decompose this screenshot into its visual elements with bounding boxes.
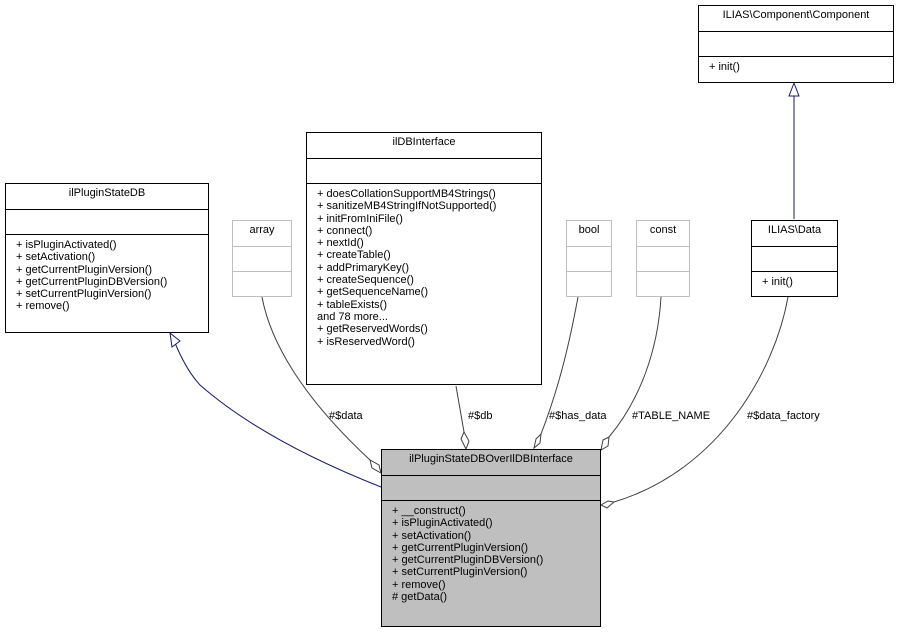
aggregation-diamond-db [460, 430, 470, 451]
method: + init() [709, 61, 740, 73]
inheritance-arrowhead-plugin-state-db [169, 331, 181, 348]
method: + sanitizeMB4StringIfNotSupported() [317, 200, 497, 213]
edge-const-table-name [608, 296, 662, 438]
method: + setActivation() [16, 251, 96, 264]
attributes-section [233, 246, 291, 271]
method: + __construct() [392, 505, 466, 517]
class-plugin-state-db: ilPluginStateDB + isPluginActivated() + … [5, 183, 209, 333]
class-plugin-state-db-over-il-db-interface: ilPluginStateDBOverIlDBInterface + __con… [381, 449, 601, 627]
attributes-section [382, 475, 600, 500]
attributes-section [307, 158, 541, 183]
edge-label-db: #$db [468, 410, 492, 422]
method: + addPrimaryKey() [317, 261, 410, 274]
method: + setCurrentPluginVersion() [16, 288, 152, 301]
edge-main-inherits-plugin-state-db [174, 342, 382, 488]
methods-section [567, 271, 611, 296]
method: + getCurrentPluginVersion() [392, 541, 529, 554]
method: # getData() [392, 591, 448, 604]
methods-section [233, 271, 291, 296]
class-title: const [649, 224, 677, 236]
class-title: bool [578, 224, 600, 236]
methods-section: + init() [699, 56, 893, 75]
class-db-interface: ilDBInterface + doesCollationSupportMB4S… [306, 132, 542, 385]
class-title: ILIAS\Component\Component [722, 9, 870, 21]
method: + init() [762, 276, 793, 288]
edge-label-data: #$data [329, 410, 364, 422]
attributes-section [699, 31, 893, 56]
inheritance-arrowhead-component [788, 81, 800, 97]
attributes-section [567, 246, 611, 271]
method: + initFromIniFile() [317, 212, 403, 225]
methods-section: + init() [752, 271, 837, 290]
method: + isPluginActivated() [392, 517, 493, 530]
attributes-section [637, 246, 689, 271]
method: + getReservedWords() [317, 323, 428, 336]
method: + nextId() [317, 237, 364, 250]
class-ilias-data: ILIAS\Data + init() [751, 220, 838, 297]
method: + doesCollationSupportMB4Strings() [317, 188, 496, 200]
attributes-section [6, 209, 208, 234]
method: + getCurrentPluginDBVersion() [16, 275, 168, 288]
method: + createSequence() [317, 274, 414, 287]
class-component: ILIAS\Component\Component + init() [698, 5, 894, 83]
edge-label-data-factory: #$data_factory [747, 410, 820, 422]
aggregation-diamond-table-name [600, 436, 610, 451]
class-const: const [636, 220, 690, 297]
method: + getCurrentPluginVersion() [16, 263, 153, 276]
methods-section: + isPluginActivated() + setActivation() … [6, 234, 208, 315]
edge-array-data [261, 296, 371, 461]
method: + remove() [16, 300, 70, 313]
method: + createTable() [317, 249, 391, 262]
method: + setCurrentPluginVersion() [392, 566, 528, 579]
edge-data-factory [613, 296, 789, 503]
edge-db-interface-db [455, 385, 465, 433]
class-title: ilPluginStateDBOverIlDBInterface [409, 453, 573, 465]
edge-label-has-data: #$has_data [549, 410, 607, 422]
class-title: ILIAS\Data [767, 224, 822, 236]
class-title: array [249, 224, 275, 236]
aggregation-diamond-data [369, 459, 382, 474]
method: + getSequenceName() [317, 286, 428, 299]
method: + remove() [392, 578, 446, 591]
edge-bool-has-data [540, 296, 579, 435]
methods-section [637, 271, 689, 296]
methods-section: + doesCollationSupportMB4Strings() + san… [307, 183, 541, 350]
method: + setActivation() [392, 529, 472, 542]
method: + isPluginActivated() [16, 239, 117, 251]
class-title: ilDBInterface [392, 136, 456, 148]
method: + connect() [317, 224, 373, 237]
attributes-section [752, 246, 837, 271]
class-array: array [232, 220, 292, 297]
aggregation-diamond-has-data [533, 432, 542, 450]
more-methods-note: and 78 more... [317, 310, 388, 323]
methods-section: + __construct() + isPluginActivated() + … [382, 500, 600, 605]
method: + tableExists() [317, 298, 387, 311]
class-bool: bool [566, 220, 612, 297]
class-title: ilPluginStateDB [68, 187, 146, 199]
method: + isReservedWord() [317, 335, 415, 348]
edge-label-table-name: #TABLE_NAME [632, 410, 710, 422]
aggregation-diamond-data-factory [599, 500, 616, 509]
method: + getCurrentPluginDBVersion() [392, 554, 544, 567]
